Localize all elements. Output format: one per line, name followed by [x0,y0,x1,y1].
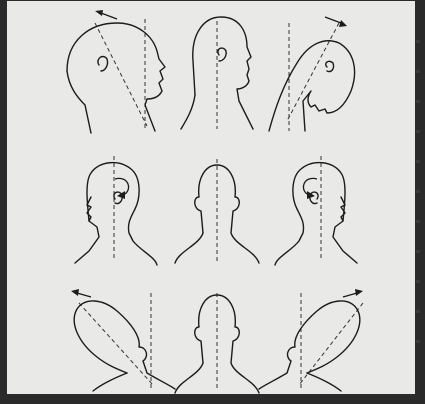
figure-rotation-right [275,156,357,265]
neck-back-outline [67,71,91,133]
head-outline [259,301,360,389]
head-outline [87,163,157,265]
ear-outline [326,61,334,71]
head-outline [275,163,345,265]
figure-flexion-left [67,10,165,133]
neck-back-outline [181,95,195,129]
figure-neutral-front [175,293,259,393]
figure-lateral-bend-left [71,289,175,391]
row-lateral-bending [71,289,363,393]
arrow-head-icon [71,289,79,296]
arrow-head-icon [355,289,363,296]
figure-rotation-left [75,156,157,265]
figure-neutral-side [181,17,253,129]
angle-guide-line [79,303,153,385]
lateral-bend-arrow [77,293,91,297]
left-shoulder-outline [175,233,203,263]
head-outline [193,17,253,129]
figure-lateral-bend-right [259,289,363,391]
left-shoulder-outline [175,363,203,393]
face-profile-outline [75,197,99,263]
row-rotation [75,156,357,265]
flexion-arrow [101,13,117,19]
head-outline [195,295,259,393]
extension-arrow [325,17,341,23]
lateral-bend-arrow [343,293,357,297]
right-shoulder-outline [307,373,341,391]
row-flexion-extension [67,10,355,133]
angle-guide-line [95,23,147,126]
left-shoulder-outline [93,373,127,391]
arrow-head-icon [95,10,103,16]
figure-neutral-back [175,159,259,263]
figure-extension-right [269,17,355,131]
illustration-panel [6,0,416,395]
face-profile-outline [333,197,357,263]
head-outline [195,165,259,263]
ear-outline [218,48,226,61]
neck-range-of-motion-illustration [7,1,417,396]
head-outline [269,41,355,131]
head-outline [67,23,165,131]
ear-outline [98,57,108,71]
arrow-head-icon [339,20,347,27]
